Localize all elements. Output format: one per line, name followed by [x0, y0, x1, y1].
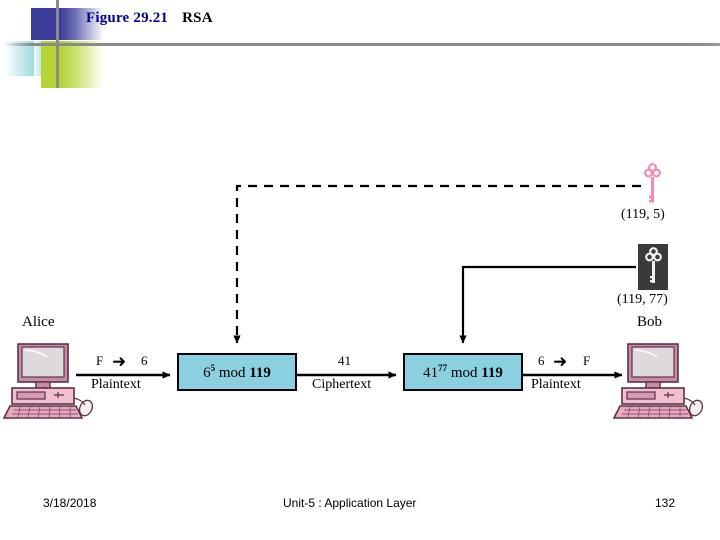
decoration-blue-gradient — [60, 8, 104, 40]
encrypt-operation-text: 65 mod 119 — [203, 362, 271, 381]
ciphertext-caption: Ciphertext — [312, 377, 372, 392]
alice-computer-icon — [2, 343, 94, 419]
private-key-connector — [459, 265, 636, 344]
plaintext-left-from: F — [96, 353, 104, 368]
title-figure-name: RSA — [182, 10, 213, 26]
alice-label: Alice — [22, 314, 55, 330]
bob-label: Bob — [637, 314, 663, 330]
title-figure-number: Figure 29.21 — [86, 10, 169, 26]
decoration-vertical-rule — [56, 0, 59, 88]
public-key-connector — [233, 184, 641, 344]
plaintext-left-caption: Plaintext — [91, 377, 141, 392]
plaintext-right-caption: Plaintext — [531, 377, 581, 392]
plaintext-right-arrow-glyph: ➜ — [553, 352, 568, 371]
rsa-diagram: 65 mod 119 4177 mod 119 Alice Bob (119, … — [0, 100, 720, 460]
decoration-green-gradient — [61, 41, 104, 88]
bob-computer-icon — [612, 343, 704, 419]
footer-date: 3/18/2018 — [43, 496, 97, 510]
decoration-horizontal-rule — [4, 43, 720, 46]
private-key-label: (119, 77) — [617, 292, 668, 307]
footer-center-text: Unit-5 : Application Layer — [283, 496, 417, 510]
decoration-blue-square — [31, 8, 60, 40]
public-key-icon — [643, 162, 661, 203]
plaintext-left-to: 6 — [141, 353, 148, 368]
footer-page-number: 132 — [655, 496, 676, 510]
plaintext-right-to: F — [583, 353, 591, 368]
plaintext-right-from: 6 — [538, 353, 545, 368]
plaintext-left-arrow-glyph: ➜ — [112, 352, 127, 371]
decrypt-operation-box: 4177 mod 119 — [403, 353, 523, 391]
ciphertext-value: 41 — [338, 353, 351, 368]
decrypt-operation-text: 4177 mod 119 — [423, 362, 503, 381]
encrypt-operation-box: 65 mod 119 — [177, 353, 297, 391]
private-key-icon — [638, 244, 668, 290]
page-title: Figure 29.21 RSA — [86, 10, 213, 27]
public-key-label: (119, 5) — [621, 207, 665, 222]
